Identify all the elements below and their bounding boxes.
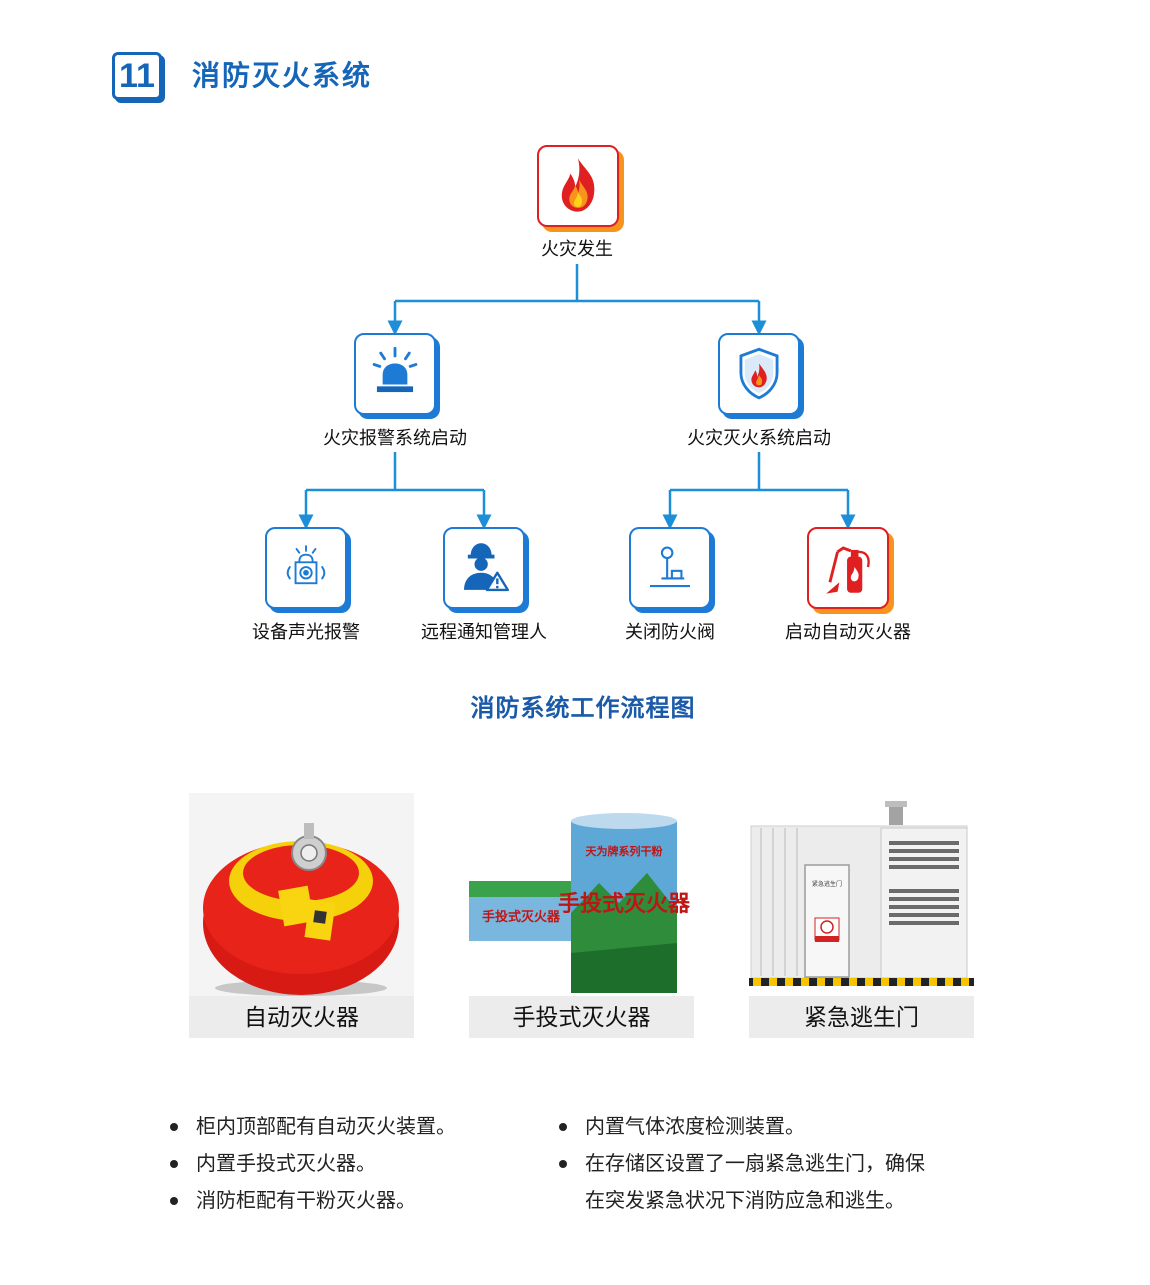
close-valve-node [629,527,711,609]
sound-light-alarm-node [265,527,347,609]
notify-manager-label: 远程通知管理人 [421,622,547,643]
list-item: 内置气体浓度检测装置。 [557,1108,925,1145]
section-title: 消防灭火系统 [192,59,373,92]
worker-warning-icon [464,543,509,592]
main-can-label: 手投式灭火器 [558,892,691,917]
feature-list-left: 柜内顶部配有自动灭火装置。 内置手投式灭火器。 消防柜配有干粉灭火器。 [168,1108,456,1219]
feature-list-right: 内置气体浓度检测装置。 在存储区设置了一扇紧急逃生门，确保 在突发紧急状况下消防… [557,1108,925,1219]
sound-light-alarm-icon [286,545,326,585]
hand-throw-extinguisher-card: 手投式灭火器 天为牌系列干粉 手投式灭火器 手投式灭火器 [469,793,694,1038]
auto-extinguisher-image [189,793,414,998]
auto-extinguisher-caption: 自动灭火器 [189,996,414,1038]
section-number-badge: 11 [112,52,162,100]
fire-node [537,145,619,227]
list-item-continuation: 在突发紧急状况下消防应急和逃生。 [585,1188,905,1212]
side-can-label: 手投式灭火器 [482,909,561,925]
main-can-top-label: 天为牌系列干粉 [586,844,663,858]
emergency-door-card: 紧急逃生门 紧急逃生门 [749,793,974,1038]
flow-caption: 消防系统工作流程图 [470,694,696,722]
list-item: 消防柜配有干粉灭火器。 [168,1182,456,1219]
alarm-system-label: 火灾报警系统启动 [323,428,467,449]
auto-extinguisher-node [807,527,889,609]
fire-occurs-label: 火灾发生 [541,239,613,260]
fire-shield-icon [739,347,779,400]
close-valve-label: 关闭防火阀 [625,622,715,643]
notify-manager-node [443,527,525,609]
alarm-siren-icon [372,346,418,393]
valve-lever-icon [650,546,690,588]
emergency-door-image: 紧急逃生门 [749,793,974,998]
sound-light-alarm-label: 设备声光报警 [252,622,360,643]
emergency-door-caption: 紧急逃生门 [749,996,974,1038]
auto-extinguisher-card: 自动灭火器 [189,793,414,1038]
list-item: 柜内顶部配有自动灭火装置。 [168,1108,456,1145]
auto-extinguisher-label: 启动自动灭火器 [785,622,911,643]
extinguish-system-node [718,333,800,415]
extinguish-system-label: 火灾灭火系统启动 [687,428,831,449]
list-item: 内置手投式灭火器。 [168,1145,456,1182]
flow-connectors [298,264,856,530]
fire-extinguisher-icon [826,546,870,594]
door-sign-text: 紧急逃生门 [812,880,842,888]
hand-throw-extinguisher-image: 手投式灭火器 天为牌系列干粉 手投式灭火器 [469,793,694,998]
fire-icon [561,158,595,212]
list-item: 在存储区设置了一扇紧急逃生门，确保 [557,1145,925,1182]
alarm-system-node [354,333,436,415]
hand-throw-extinguisher-caption: 手投式灭火器 [469,996,694,1038]
